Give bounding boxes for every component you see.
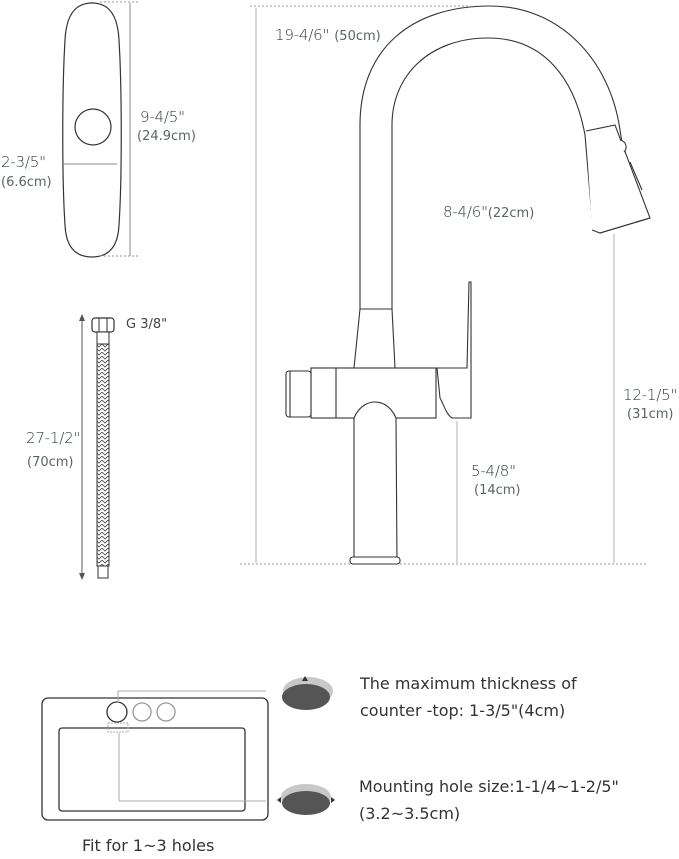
faucet-drawing: [285, 5, 651, 565]
hose-thread-label: G 3/8": [126, 317, 168, 332]
thickness-note-line1: The maximum thickness of: [360, 674, 577, 693]
hole-size-note-line2: (3.2~3.5cm): [359, 804, 461, 823]
hose-drawing: [79, 314, 115, 580]
hose-length-cm-label: (70cm): [27, 455, 74, 470]
deck-plate-height-label: 9-4/5": [140, 108, 185, 126]
thickness-disc-icon: [282, 676, 333, 710]
deck-plate-drawing: [62, 2, 122, 258]
sink-caption: Fit for 1~3 holes: [82, 836, 215, 855]
spout-height-label: 12-1/5": [623, 386, 678, 404]
hose-length-label: 27-1/2": [26, 429, 81, 447]
hole-size-note-line1: Mounting hole size:1-1/4~1-2/5": [359, 777, 619, 796]
sink-drawing: [41, 697, 269, 821]
spout-height-cm-label: (31cm): [627, 407, 674, 422]
handle-height-label: 5-4/8": [471, 462, 516, 480]
reach-label: 8-4/6"(22cm): [443, 203, 535, 221]
deck-plate-width-cm-label: (6.6cm): [1, 175, 52, 190]
total-height-label: 19-4/6" (50cm): [275, 26, 381, 44]
thickness-note-line2: counter -top: 1-3/5"(4cm): [360, 701, 566, 720]
handle-height-cm-label: (14cm): [474, 483, 521, 498]
hole-size-disc-icon: [277, 784, 335, 815]
deck-plate-height-cm-label: (24.9cm): [137, 129, 196, 144]
deck-plate-width-label: 2-3/5": [1, 153, 46, 171]
